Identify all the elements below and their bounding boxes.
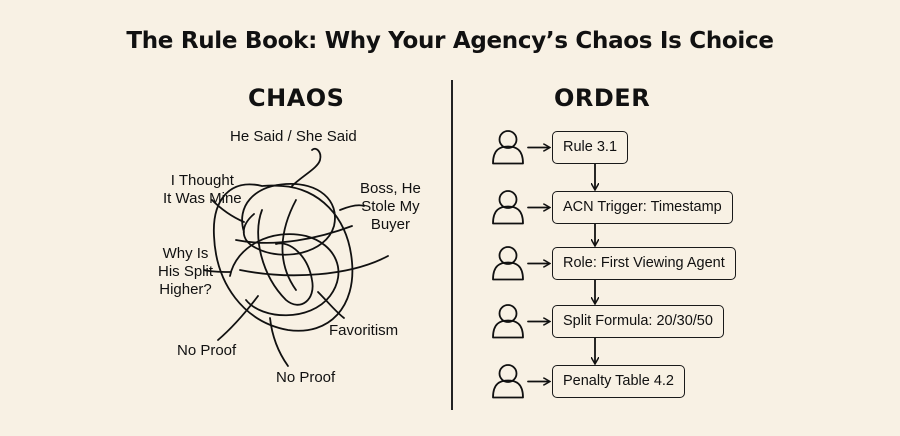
person-icon <box>498 364 518 383</box>
order-heading: ORDER <box>554 84 651 112</box>
tangle-favoritism-strand <box>317 291 345 319</box>
order-step-role: Role: First Viewing Agent <box>552 247 736 280</box>
chaos-label-he-said: He Said / She Said <box>230 128 357 145</box>
person-icon <box>498 130 518 149</box>
chaos-tangle <box>203 147 389 367</box>
tangle-inner-scribble-2 <box>281 199 297 291</box>
person-body-icon <box>492 145 524 165</box>
tangle-right-sweep <box>235 225 353 244</box>
tangle-lower-sweep <box>239 255 389 277</box>
tangle-boss-strand <box>339 204 365 211</box>
person-body-icon <box>492 261 524 281</box>
person-icon <box>498 190 518 209</box>
tangle-outer-loop <box>213 183 354 332</box>
chaos-label-split-higher: Why Is His Split Higher? <box>158 245 214 298</box>
page-title: The Rule Book: Why Your Agency’s Chaos I… <box>126 28 774 54</box>
tangle-top-strand <box>291 147 322 187</box>
tangle-inner-scribble <box>257 209 314 306</box>
chaos-label-favoritism: Favoritism <box>329 322 399 339</box>
order-step-split-formula: Split Formula: 20/30/50 <box>552 305 724 338</box>
tangle-upper-lobe <box>241 183 336 256</box>
section-divider <box>451 80 453 410</box>
person-body-icon <box>492 205 524 225</box>
chaos-label-thought-mine: I Thought It Was Mine <box>163 172 242 207</box>
chaos-label-no-proof-bottom: No Proof <box>276 369 336 386</box>
order-step-penalty-table: Penalty Table 4.2 <box>552 365 685 398</box>
tangle-noproof-bottom-strand <box>269 317 289 367</box>
tangle-left-strand <box>211 199 245 223</box>
chaos-label-boss-stole: Boss, He Stole My Buyer <box>360 180 421 233</box>
chaos-label-no-proof-left: No Proof <box>177 342 237 359</box>
order-step-rule: Rule 3.1 <box>552 131 629 164</box>
tangle-noproof-left-strand <box>217 295 259 341</box>
person-body-icon <box>492 319 524 339</box>
chaos-heading: CHAOS <box>248 84 345 112</box>
tangle-split-strand <box>203 269 231 273</box>
person-body-icon <box>492 379 524 399</box>
order-step-acn-trigger: ACN Trigger: Timestamp <box>552 191 733 224</box>
person-icon <box>498 246 518 265</box>
person-icon <box>498 304 518 323</box>
